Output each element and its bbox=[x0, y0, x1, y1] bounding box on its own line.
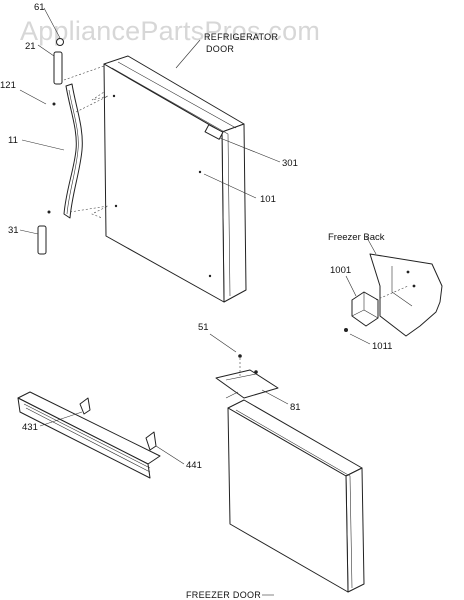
bracket-screw[interactable] bbox=[344, 328, 348, 332]
freezer-back-panel[interactable] bbox=[369, 253, 443, 337]
handle-top-screw[interactable] bbox=[56, 38, 64, 46]
callout-301: 301 bbox=[282, 158, 298, 169]
trim-end-clip[interactable] bbox=[145, 431, 157, 451]
door-label-plate bbox=[204, 124, 224, 140]
callout-1001: 1001 bbox=[330, 265, 351, 276]
refrigerator-door-title: REFRIGERATOR bbox=[204, 32, 278, 42]
freezer-back-title: Freezer Back bbox=[328, 232, 385, 243]
refrigerator-door-title-line2: DOOR bbox=[206, 44, 234, 54]
callout-31: 31 bbox=[8, 225, 19, 236]
callout-51: 51 bbox=[198, 322, 209, 333]
hinge-screw[interactable] bbox=[238, 354, 242, 358]
freezer-door[interactable] bbox=[227, 399, 365, 593]
trim-clip[interactable] bbox=[79, 397, 91, 415]
handle-top-cap[interactable] bbox=[53, 51, 63, 85]
freezer-hinge-bracket[interactable] bbox=[215, 369, 279, 399]
callout-1011: 1011 bbox=[372, 341, 392, 352]
callout-11: 11 bbox=[8, 135, 18, 146]
callout-441: 441 bbox=[186, 460, 202, 471]
handle-screw[interactable] bbox=[52, 102, 56, 106]
callout-121: 121 bbox=[0, 80, 16, 91]
callout-61: 61 bbox=[34, 2, 45, 13]
callout-101: 101 bbox=[260, 194, 276, 205]
callout-431: 431 bbox=[22, 422, 38, 433]
freezer-door-title: FREEZER DOOR bbox=[186, 590, 261, 600]
handle-bottom-cap[interactable] bbox=[37, 225, 47, 255]
freezer-back-bracket[interactable] bbox=[351, 291, 379, 327]
door-handle[interactable] bbox=[63, 83, 83, 219]
callout-81: 81 bbox=[290, 402, 301, 413]
refrigerator-door[interactable] bbox=[103, 55, 247, 303]
callout-21: 21 bbox=[25, 41, 36, 52]
freezer-handle-trim[interactable] bbox=[17, 391, 161, 479]
watermark-text: AppliancePartsPros.com bbox=[20, 16, 320, 46]
